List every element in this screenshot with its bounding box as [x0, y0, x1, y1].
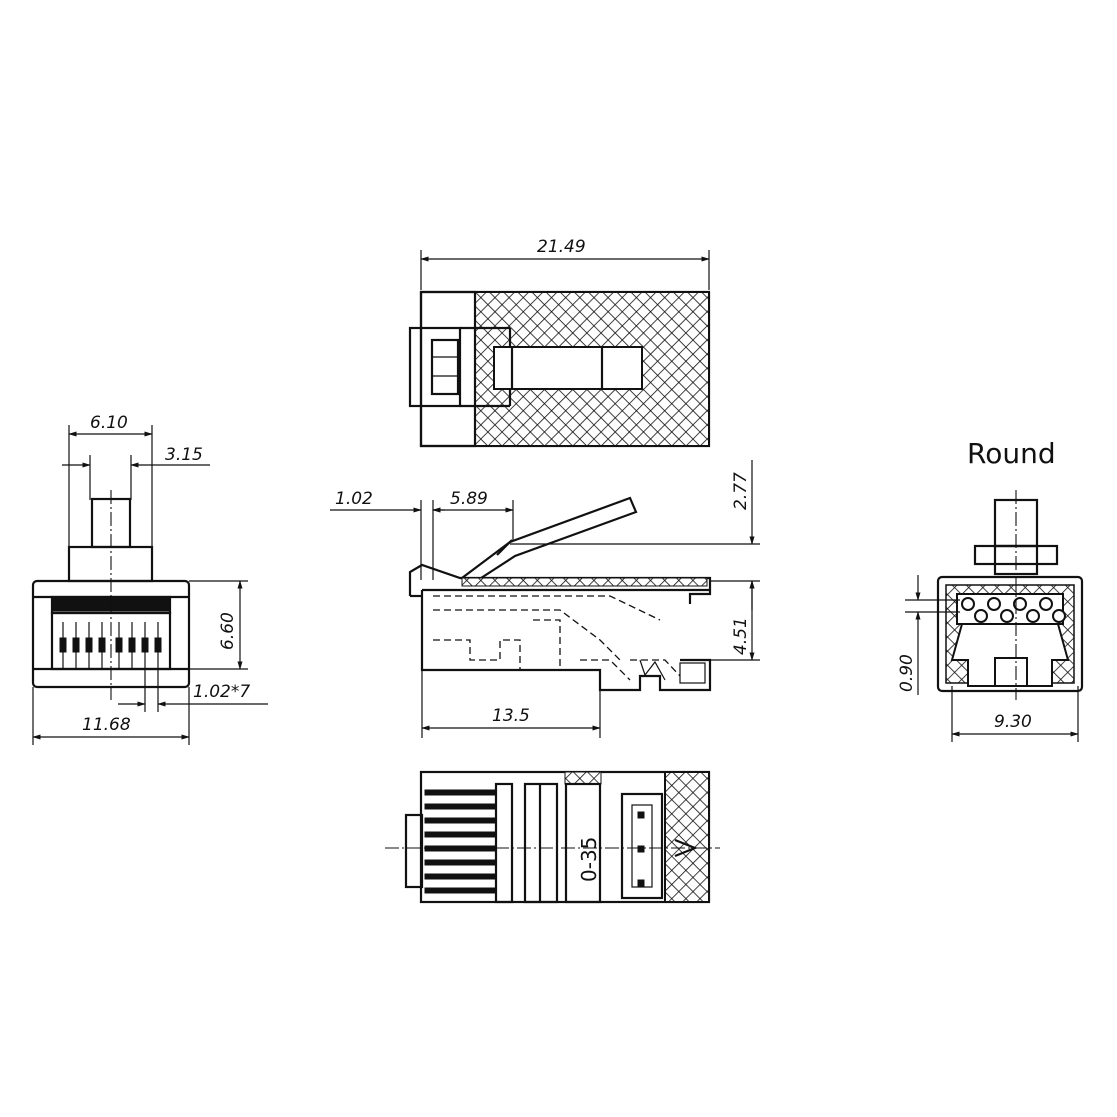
dim-width: 9.30	[994, 712, 1032, 732]
dim-front-offset: 1.02	[335, 489, 373, 509]
bottom-view: 0-35	[385, 770, 720, 904]
side-view: 1.02 5.89 2.77 4.51	[330, 460, 760, 738]
round-view: Round 0.90	[897, 437, 1084, 742]
dim-wire-hole: 0.90	[897, 654, 917, 692]
round-label: Round	[967, 437, 1056, 470]
dim-latch-height: 2.77	[731, 472, 751, 510]
dim-body-height: 4.51	[731, 617, 751, 655]
dim-tab-width: 3.15	[165, 445, 203, 465]
front-view: 6.10 3.15	[31, 413, 268, 745]
wire-holes	[961, 597, 1066, 623]
dim-top-width: 6.10	[90, 413, 128, 433]
dim-body-length: 13.5	[492, 706, 530, 726]
bottom-label: 0-35	[577, 837, 601, 882]
bottom-contacts	[424, 789, 496, 894]
dim-pitch: 1.02*7	[193, 682, 250, 702]
dim-total-width: 11.68	[82, 715, 131, 735]
front-contacts	[59, 622, 162, 669]
dim-height: 6.60	[218, 612, 238, 650]
top-view: 21.49	[408, 237, 711, 448]
dim-contact-pos: 5.89	[450, 489, 488, 509]
dim-length: 21.49	[537, 237, 586, 257]
